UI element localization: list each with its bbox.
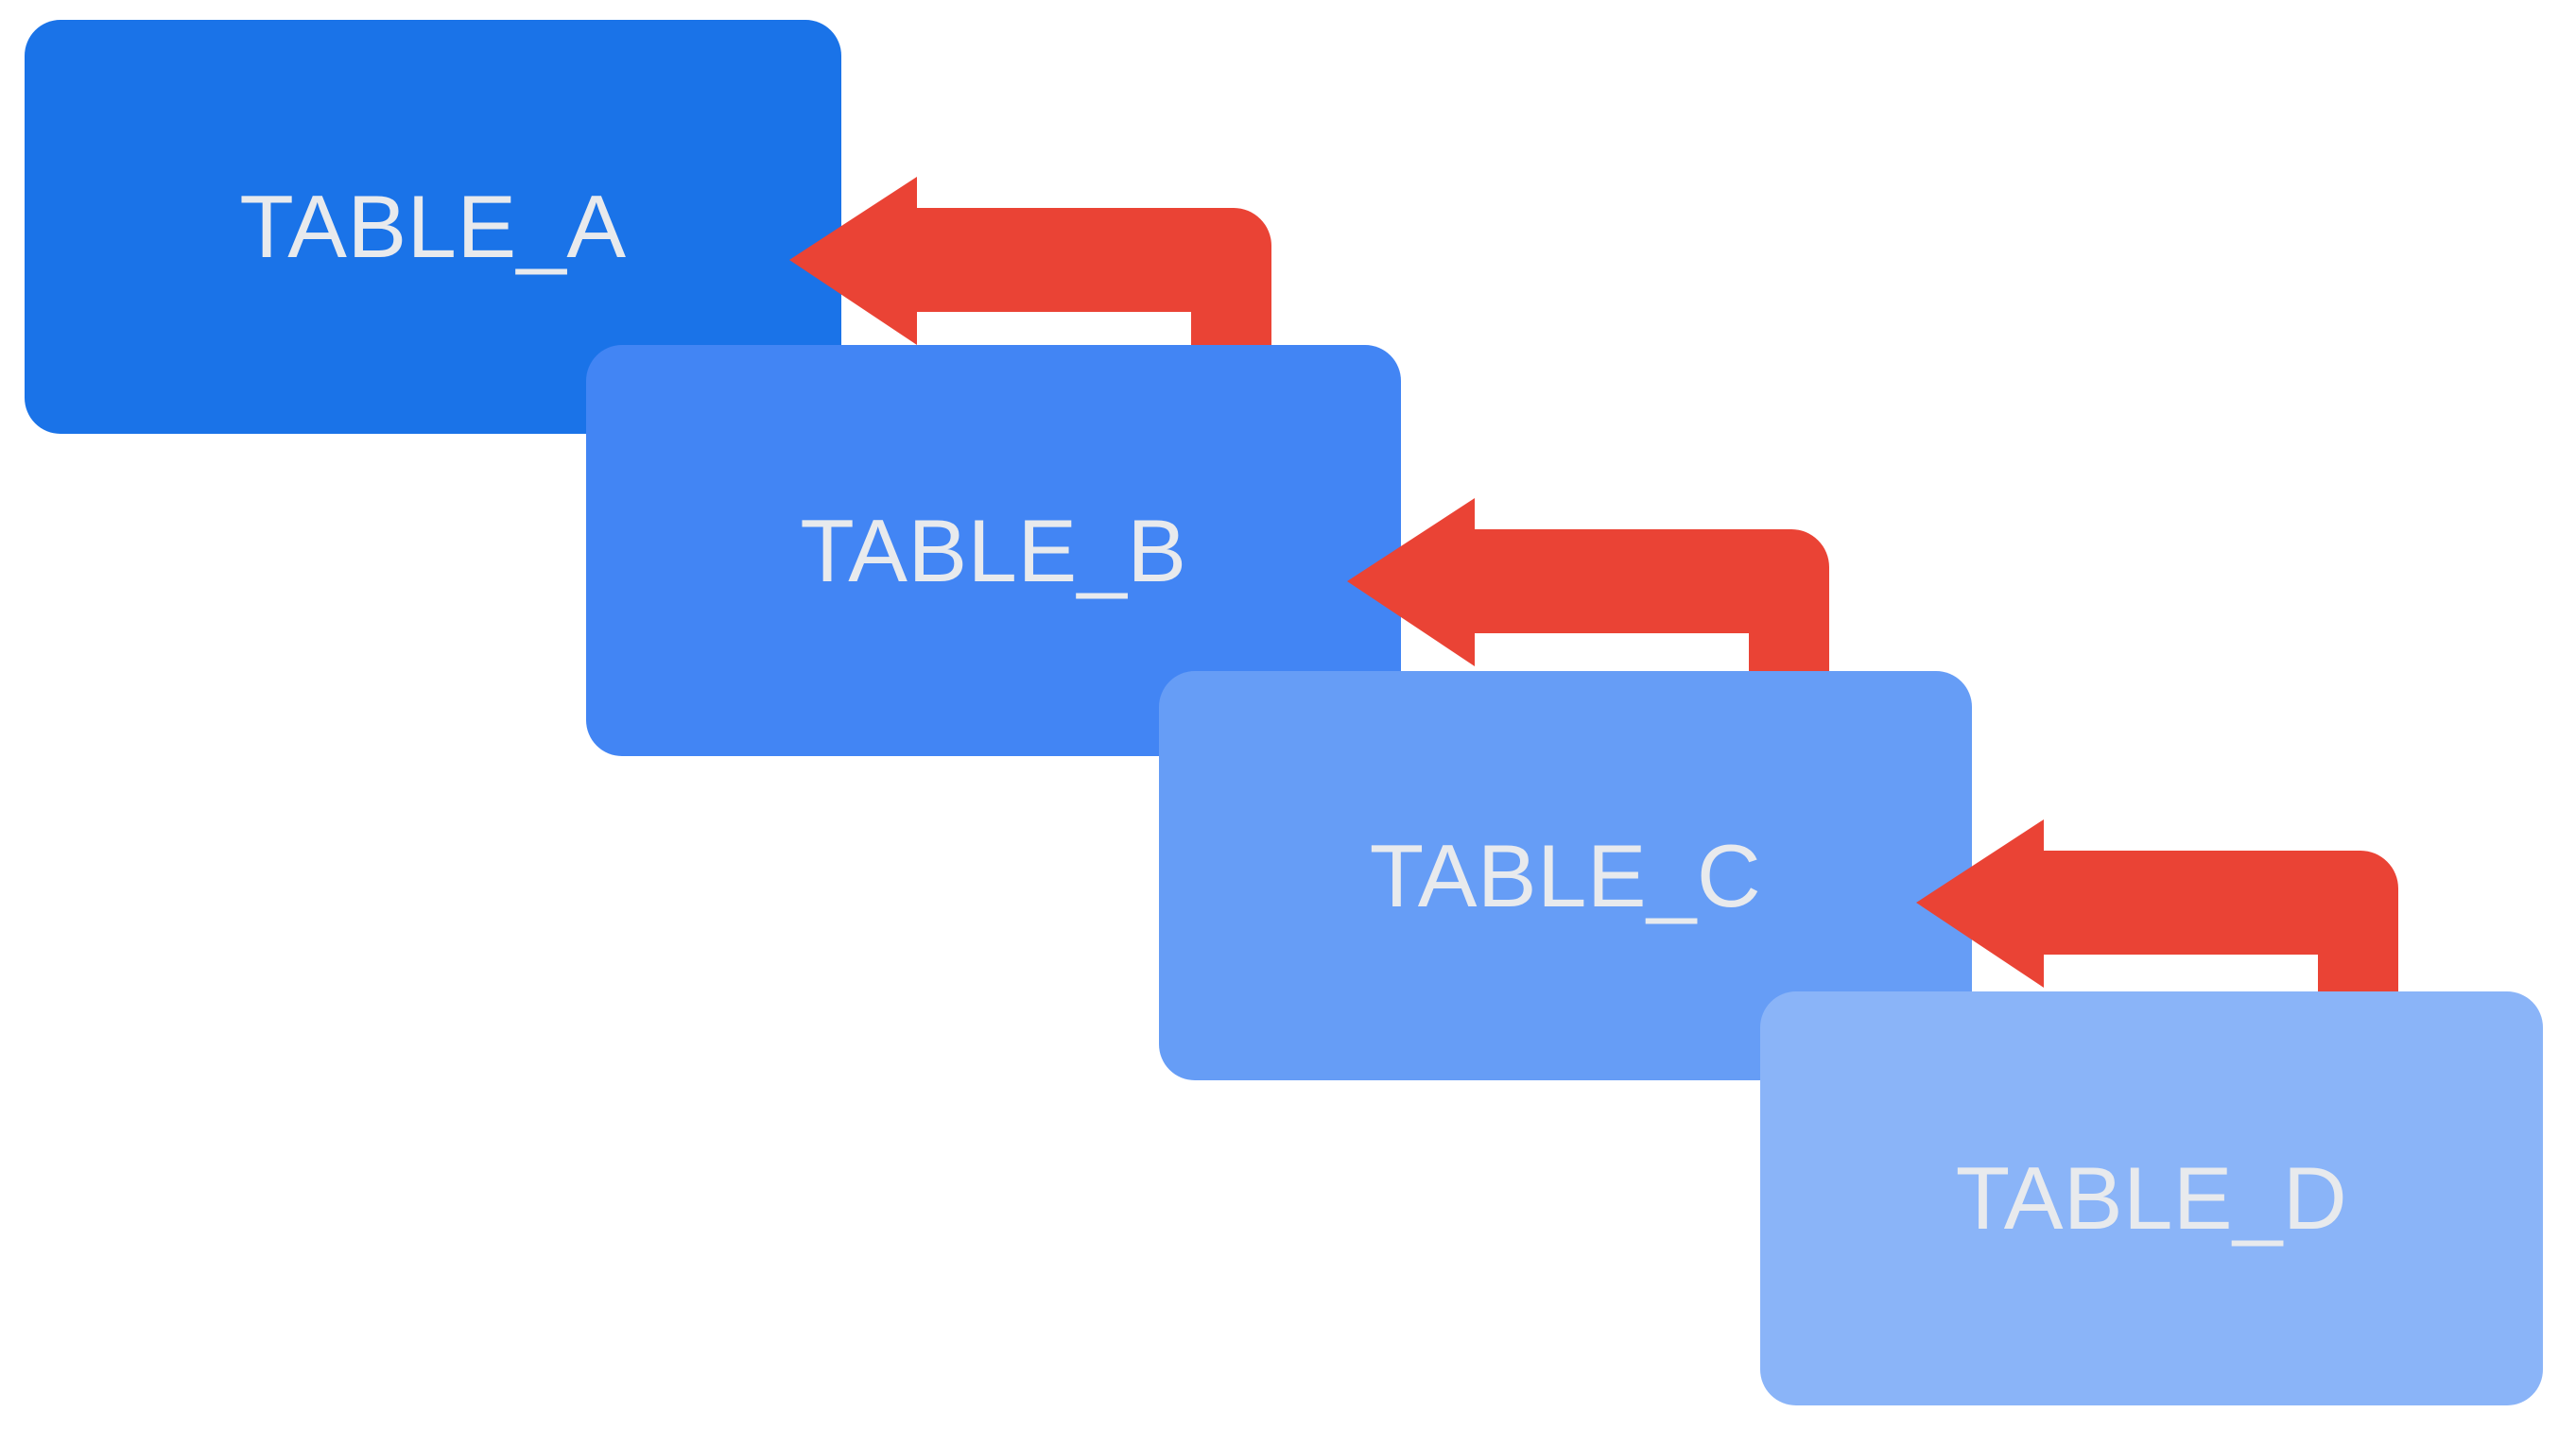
node-table-d[interactable]: TABLE_D [1760, 991, 2543, 1405]
edge-arrow-b-to-c[interactable] [1342, 473, 1872, 718]
edge-arrow-c-to-d[interactable] [1911, 794, 2441, 1040]
node-table-a[interactable]: TABLE_A [25, 20, 841, 434]
node-label-table-d: TABLE_D [1955, 1148, 2348, 1248]
node-label-table-c: TABLE_C [1369, 825, 1762, 925]
arrow-left-icon [1916, 819, 2398, 994]
edge-arrow-a-to-b[interactable] [785, 151, 1314, 397]
arrow-left-icon [789, 177, 1271, 352]
node-label-table-a: TABLE_A [239, 177, 627, 276]
arrow-left-icon [1347, 498, 1829, 673]
node-label-table-b: TABLE_B [800, 500, 1187, 600]
